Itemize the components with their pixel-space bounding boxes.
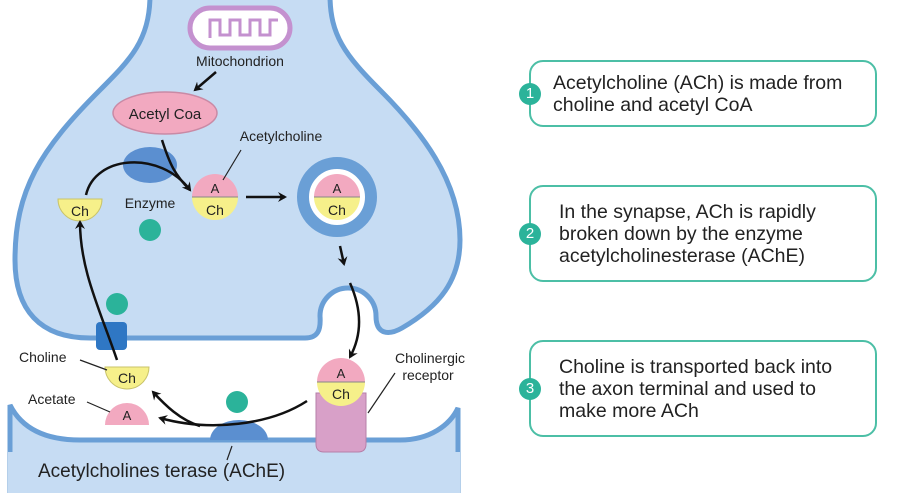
svg-text:A: A	[337, 366, 346, 381]
enzyme-label: Enzyme	[125, 195, 176, 211]
svg-text:A: A	[211, 181, 220, 196]
svg-text:Ch: Ch	[328, 202, 346, 218]
svg-text:Ch: Ch	[71, 203, 89, 219]
note-text-2: In the synapse, ACh is rapidly broken do…	[559, 200, 816, 267]
note-badge-2: 2	[519, 222, 541, 245]
note-badge-1: 1	[519, 82, 541, 105]
acetylcholine-molecule: A Ch	[192, 174, 238, 220]
ache-label: Acetylcholines terase (AChE)	[38, 461, 285, 482]
svg-text:A: A	[333, 181, 342, 196]
choline-label: Choline	[19, 349, 67, 365]
step-badge-2	[226, 391, 248, 413]
mitochondrion-label: Mitochondrion	[196, 53, 284, 69]
note-box-1: 1 Acetylcholine (ACh) is made from choli…	[519, 60, 877, 127]
note-badge-3: 3	[519, 377, 541, 400]
acetate: A	[105, 403, 149, 425]
note-box-3: 3 Choline is transported back into the a…	[519, 340, 877, 437]
acetylcholine-label: Acetylcholine	[240, 128, 323, 144]
acetate-label: Acetate	[28, 391, 76, 407]
choline-outside: Ch	[104, 366, 150, 390]
synaptic-vesicle: A Ch	[297, 157, 377, 237]
svg-text:A: A	[123, 408, 132, 423]
svg-text:Ch: Ch	[206, 202, 224, 218]
step-badge-3	[106, 293, 128, 315]
bound-acetylcholine: A Ch	[317, 358, 365, 406]
mitochondrion-icon	[187, 5, 293, 51]
axon-terminal	[12, 0, 463, 341]
step-badge-1	[139, 219, 161, 241]
svg-text:Ch: Ch	[118, 370, 136, 386]
note-text-3: Choline is transported back into the axo…	[559, 355, 833, 422]
choline-transporter	[96, 322, 127, 350]
note-box-2: 2 In the synapse, ACh is rapidly broken …	[519, 185, 877, 282]
svg-text:Ch: Ch	[332, 386, 350, 402]
acetyl-coa-label: Acetyl Coa	[129, 106, 202, 123]
receptor-label-2: receptor	[402, 367, 454, 383]
cholinergic-receptor	[315, 392, 367, 453]
acetyl-coa	[112, 91, 218, 135]
note-text-1: Acetylcholine (ACh) is made from choline…	[553, 71, 843, 116]
receptor-label-1: Cholinergic	[395, 350, 465, 366]
